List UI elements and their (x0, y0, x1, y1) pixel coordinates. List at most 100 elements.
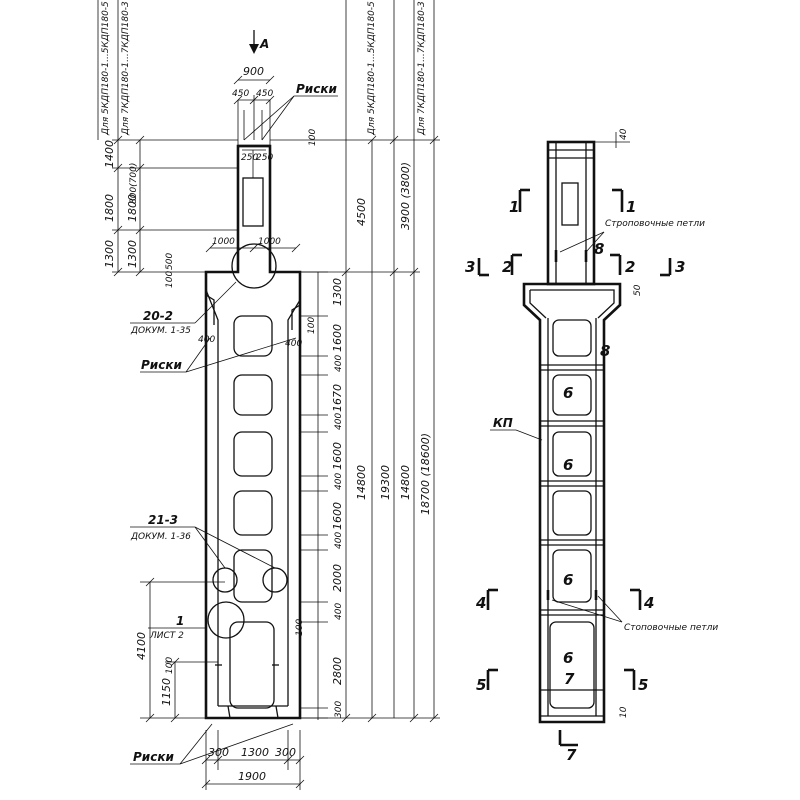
chain-2800: 2800 (331, 657, 344, 685)
callout-20-num: 20-2 (143, 309, 173, 323)
marks-label-top: Риски (243, 82, 338, 141)
section-3-left: 3 (465, 258, 475, 276)
total-14800b: 14800 (399, 465, 412, 500)
total-18700: 18700 (18600) (419, 433, 432, 515)
section-7-bottom: 7 (566, 746, 577, 764)
view-arrow-label: А (259, 37, 269, 51)
pos-7: 7 (564, 670, 575, 688)
top-half-left: 450 (232, 89, 249, 99)
bottom-dim-right: 300 (275, 746, 296, 759)
left-alt-1300: 1300 (126, 240, 139, 268)
shoulder-100: 100 (165, 271, 175, 288)
pos-6-b: 6 (563, 456, 573, 474)
section-1-left: 1 (509, 198, 519, 216)
bottom-dim-mid: 1300 (241, 746, 269, 759)
pos-8-b: 8 (600, 342, 610, 360)
marks-label-bottom: Риски (130, 723, 294, 765)
left-low-4100: 4100 (135, 632, 148, 660)
callout-1-num: 1 (176, 614, 184, 628)
left-alt-800: 800(700) (129, 163, 139, 204)
right-top-dim: 40 (619, 128, 629, 140)
top-half-right: 450 (256, 89, 273, 99)
right-dim-chain (300, 271, 328, 720)
column-note-1: Для 5КДП180-1...5КДП180-5 (101, 1, 111, 136)
section-4-right: 4 (643, 594, 654, 612)
pos-6-c: 6 (563, 571, 573, 589)
section-4-left: 4 (475, 594, 486, 612)
callout-20-2: 20-2 ДОКУМ. 1-35 (130, 281, 237, 336)
chain-1600b: 1600 (331, 442, 344, 470)
shoulder-dims: 1000 1000 (205, 237, 301, 253)
top-gap-100: 100 (308, 129, 318, 146)
section-1-right: 1 (626, 198, 636, 216)
callout-21-3: 21-3 ДОКУМ. 1-36 (130, 513, 276, 569)
inner-half-right: 250 (256, 153, 273, 163)
view-arrow: А (249, 30, 269, 54)
total-14800a: 14800 (355, 465, 368, 500)
bottom-total: 1900 (238, 770, 266, 783)
section-5-left: 5 (476, 676, 486, 694)
inner-half-left: 250 (241, 153, 258, 163)
callout-21-num: 21-3 (148, 513, 178, 527)
chain-1600c: 1600 (331, 502, 344, 530)
chain-1600a: 1600 (331, 324, 344, 352)
shoulder-half-right: 1000 (258, 237, 281, 247)
section-2-left: 2 (502, 258, 512, 276)
marks-text-bottom: Риски (133, 750, 174, 764)
marks-text-top: Риски (296, 82, 337, 96)
haunch-dim-left: 400 (198, 335, 215, 345)
pos-6-d: 6 (563, 649, 573, 667)
section-marks: 1 1 2 2 3 3 4 4 5 5 7 (465, 188, 685, 764)
left-low-1150: 1150 (160, 678, 173, 706)
chain-small-2: 100 (295, 619, 305, 636)
top-width-dims: 900 450 450 250 250 (232, 65, 275, 163)
section-5-right: 5 (638, 676, 648, 694)
left-dim-1300: 1300 (103, 240, 116, 268)
chain-400b: 400 (334, 413, 344, 430)
left-dim-1400: 1400 (103, 140, 116, 168)
callout-1: 1 ЛИСТ 2 (148, 614, 205, 641)
right-small-dim-50: 50 (633, 284, 643, 296)
left-dim-1800: 1800 (103, 194, 116, 222)
shoulder-500: 500 (165, 253, 175, 270)
chain-1300: 1300 (331, 278, 344, 306)
callout-20-doc: ДОКУМ. 1-35 (130, 326, 191, 336)
right-reinforcement-view (522, 140, 622, 724)
bottom-dims: 300 1300 300 1900 (201, 746, 305, 789)
callout-1-sheet: ЛИСТ 2 (149, 631, 184, 641)
kp-label: КП (493, 416, 513, 430)
callout-21-doc: ДОКУМ. 1-36 (130, 532, 191, 542)
bottom-dim-left: 300 (208, 746, 229, 759)
shoulder-half-left: 1000 (212, 237, 235, 247)
total-4500: 4500 (355, 198, 368, 226)
chain-300: 300 (334, 701, 344, 718)
chain-400c: 400 (334, 473, 344, 490)
pos-6-a: 6 (563, 384, 573, 402)
total-19300: 19300 (379, 465, 392, 500)
total-dims (97, 0, 440, 723)
haunch-dim-right: 400 (285, 339, 302, 349)
right-small-dim-10: 10 (619, 706, 629, 718)
marks-text-mid: Риски (141, 358, 182, 372)
lift-loops-top-text: Строповочные петли (605, 219, 705, 229)
left-column-elevation (204, 95, 302, 790)
chain-400e: 400 (334, 603, 344, 620)
chain-1670: 1670 (331, 384, 344, 412)
lift-loops-bottom-text: Стоповочные петли (624, 623, 718, 633)
column-note-3: Для 5КДП180-1...5КДП180-5 (367, 1, 377, 136)
chain-2000: 2000 (331, 564, 344, 592)
column-note-2: Для 7КДП180-1...7КДП180-3 (121, 1, 131, 136)
left-alt-1800: 1800 (126, 194, 139, 222)
left-dim-chain (112, 135, 238, 277)
left-lower-dims (140, 577, 225, 723)
marks-label-mid: Риски (140, 337, 297, 373)
total-3900: 3900 (3800) (399, 162, 412, 230)
column-note-4: Для 7КДП180-1...7КДП180-3 (417, 1, 427, 136)
chain-400d: 400 (334, 532, 344, 549)
lift-loops-top: Строповочные петли (559, 219, 705, 253)
section-2-right: 2 (625, 258, 635, 276)
chain-400a: 400 (334, 355, 344, 372)
pos-8-a: 8 (594, 240, 604, 258)
top-width-text: 900 (243, 65, 264, 78)
